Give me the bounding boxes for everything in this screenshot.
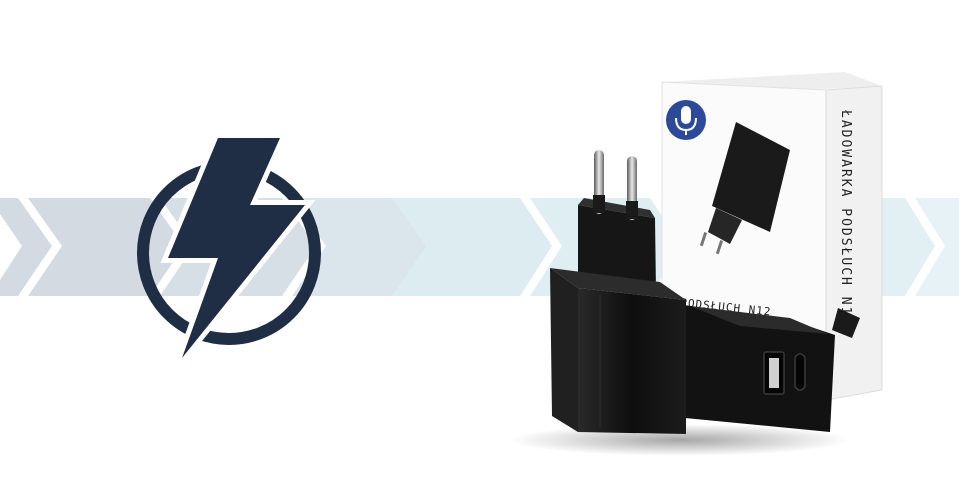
rear-charger [684, 305, 835, 432]
charger-neck [578, 205, 656, 292]
box-label: ŁADOWARKA PODSŁUCH N12 [838, 109, 853, 326]
bolt-fill [168, 138, 305, 358]
lightning-bolt-in-circle-icon [137, 133, 321, 362]
charger-body-front [550, 268, 578, 432]
charger-body-side [578, 288, 686, 434]
chevron-1 [0, 198, 52, 296]
chevron-8 [915, 198, 959, 296]
front-charger [550, 150, 686, 434]
box-side [825, 85, 883, 401]
chevron-2 [28, 198, 184, 296]
chevron-5 [392, 198, 552, 296]
charger-body-top [550, 268, 686, 300]
microphone-icon [666, 100, 706, 140]
box-charger-illustration [699, 122, 790, 255]
box-side-mini-charger [832, 308, 860, 338]
usb-c-port [794, 353, 806, 391]
